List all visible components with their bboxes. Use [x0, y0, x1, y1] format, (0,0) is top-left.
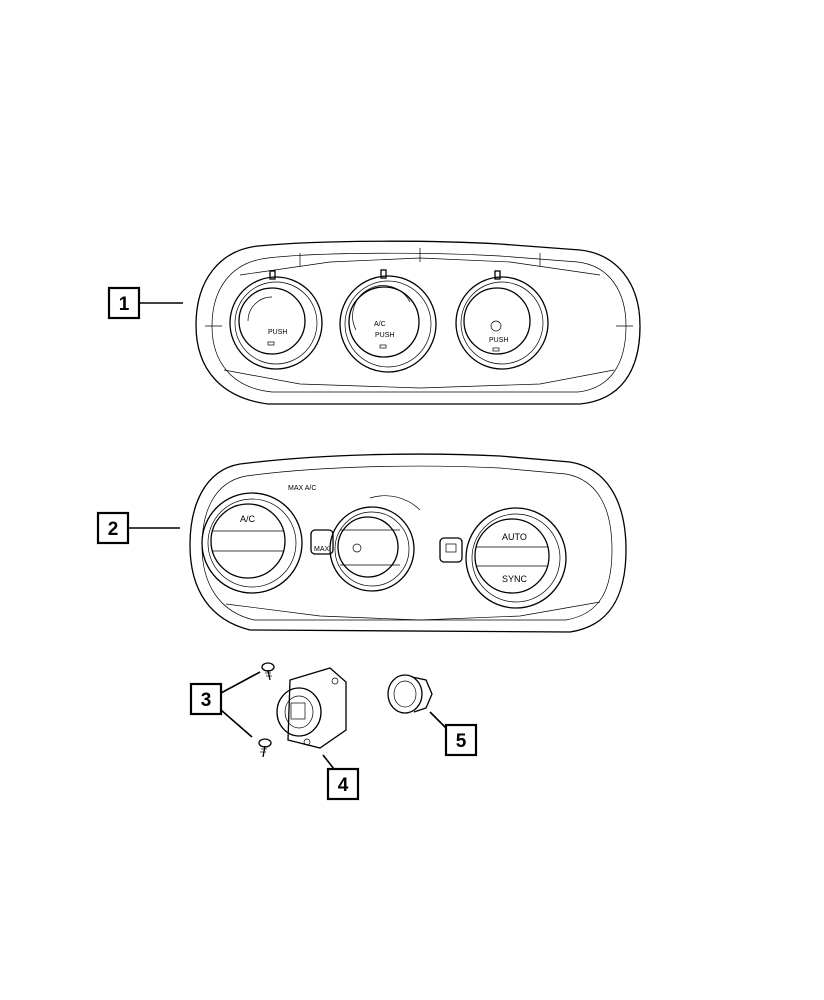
small-knob [387, 674, 433, 714]
panel1-left-knob-label: PUSH [268, 329, 287, 336]
panel2-max-defrost-button: MAX [310, 529, 334, 555]
switch-module [276, 667, 347, 749]
panel2-left-knob: A/C [201, 492, 303, 594]
screw-lower [258, 738, 272, 758]
callout-4-label: 4 [338, 775, 349, 796]
callout-3-label: 3 [201, 690, 212, 711]
callout-2-label: 2 [108, 519, 119, 540]
panel2-sync-label: SYNC [502, 574, 528, 584]
climate-control-panel-2: A/C MAX A/C MAX [189, 453, 627, 633]
screw-upper [261, 662, 275, 681]
callout-4: 4 [322, 754, 360, 801]
panel2-rear-defrost-button [439, 537, 463, 563]
panel2-ac-label: A/C [240, 514, 256, 524]
panel1-left-knob: PUSH [229, 270, 323, 370]
callout-5-label: 5 [456, 731, 467, 752]
callout-3: 3 [189, 671, 261, 738]
callout-1-label: 1 [119, 294, 130, 315]
panel1-center-knob-sublabel: PUSH [375, 332, 394, 339]
panel1-right-knob: PUSH [455, 270, 549, 370]
callout-2: 2 [96, 511, 180, 545]
panel2-right-knob: AUTO SYNC [465, 507, 567, 609]
panel1-center-knob: A/C PUSH [339, 269, 437, 373]
callout-1: 1 [107, 286, 183, 320]
panel2-max-label: MAX [314, 546, 330, 553]
panel2-center-knob [329, 495, 421, 592]
panel2-auto-label: AUTO [502, 532, 527, 542]
callout-5: 5 [429, 711, 478, 757]
panel1-center-knob-label: A/C [374, 321, 386, 328]
climate-control-panel-1: PUSH A/C PUSH PUSH [195, 240, 641, 405]
panel1-right-knob-label: PUSH [489, 337, 508, 344]
panel2-max-ac-label: MAX A/C [288, 485, 316, 492]
